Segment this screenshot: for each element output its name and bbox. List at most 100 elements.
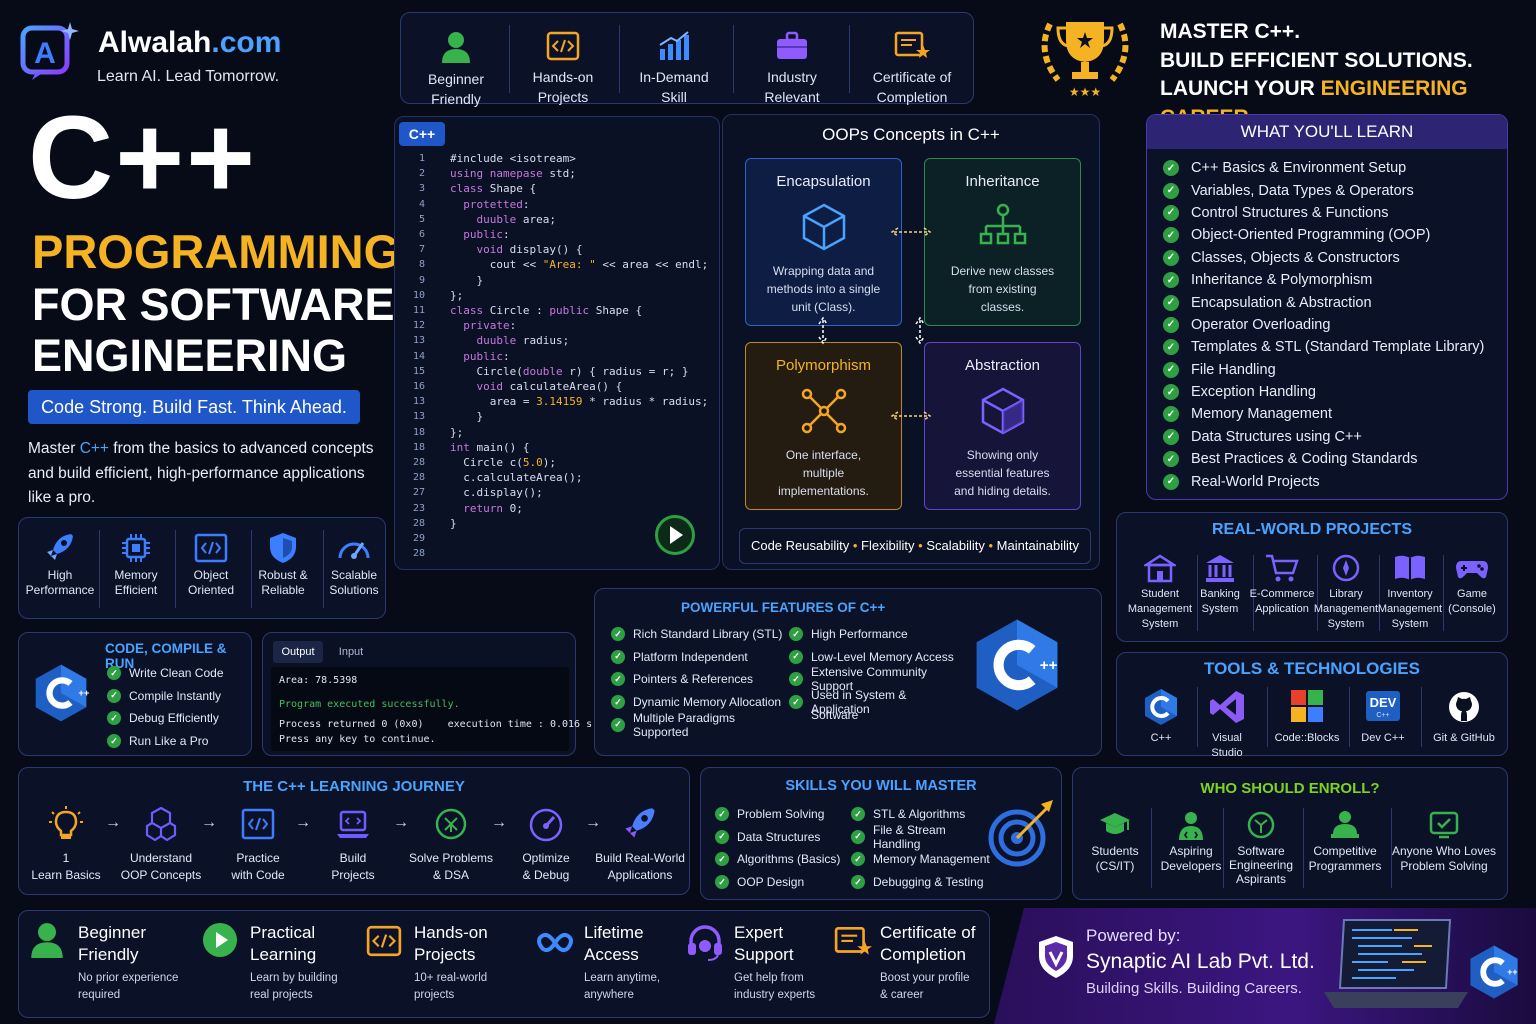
list-item: ✓Extensive Community Support — [789, 665, 965, 693]
powered-label: Powered by: — [1086, 926, 1181, 945]
list-item: ✓Low-Level Memory Access — [789, 646, 965, 669]
journey-arrow: → — [201, 814, 217, 831]
gamepad-icon — [1456, 561, 1488, 579]
code-line: area = 3.14159 * radius * radius; — [450, 395, 709, 409]
list-item: ✓Variables, Data Types & Operators — [1163, 179, 1503, 201]
check-icon: ✓ — [611, 717, 625, 732]
code-line: }; — [450, 288, 464, 302]
check-icon: ✓ — [1163, 294, 1179, 311]
cart-icon — [1266, 554, 1299, 582]
check-icon: ✓ — [789, 649, 803, 664]
code-line: class Shape { — [450, 182, 537, 196]
check-icon: ✓ — [1163, 339, 1179, 356]
school-icon — [1144, 554, 1176, 583]
monitor-check-icon — [1429, 811, 1459, 839]
user-icon — [31, 923, 63, 958]
check-icon: ✓ — [789, 627, 803, 642]
check-icon: ✓ — [107, 711, 121, 726]
list-item: ✓Control Structures & Functions — [1163, 202, 1503, 224]
enroll-title: WHO SHOULD ENROLL? — [1200, 780, 1380, 797]
brand-logo[interactable]: A Alwalah.com Learn AI. Lead Tomorrow. — [18, 20, 308, 90]
list-item: ✓Exception Handling — [1163, 381, 1503, 403]
cubes-icon — [145, 806, 177, 842]
check-icon: ✓ — [1163, 406, 1179, 423]
code-line: }; — [450, 425, 464, 439]
code-icon — [366, 925, 402, 957]
tab-output[interactable]: Output — [273, 641, 323, 663]
check-icon: ✓ — [107, 666, 121, 681]
book-icon — [1395, 555, 1425, 580]
infinity-icon — [537, 932, 573, 953]
check-icon: ✓ — [611, 672, 625, 687]
code-icon — [546, 31, 580, 61]
footer-strip — [18, 910, 990, 1018]
skills-left-list: ✓Problem Solving✓Data Structures✓Algorit… — [715, 803, 851, 893]
tab-input[interactable]: Input — [338, 646, 364, 658]
code-line: #include <isotream> — [450, 152, 576, 165]
briefcase-icon — [777, 31, 807, 59]
chip-icon — [122, 534, 150, 562]
gear-circuit-icon — [1247, 811, 1275, 839]
tool-git-github[interactable]: Git & GitHub — [1429, 687, 1499, 746]
code-line: protetted: — [463, 197, 530, 211]
list-item: ✓Rich Standard Library (STL) — [611, 623, 787, 646]
headline: MASTER C++. BUILD EFFICIENT SOLUTIONS. L… — [1160, 20, 1473, 129]
project-game-console[interactable]: Game(Console) — [1439, 553, 1505, 617]
check-icon: ✓ — [1163, 361, 1179, 378]
code-line: public: — [463, 349, 510, 363]
list-item: ✓C++ Basics & Environment Setup — [1163, 157, 1503, 179]
brand-name: Alwalah.com — [98, 26, 282, 59]
oop-concepts-panel: OOPs Concepts in C++ Encapsulation Wrapp… — [722, 114, 1100, 570]
perf-robust-reliable: Robust &Reliable — [246, 532, 320, 598]
code-line: } — [450, 516, 457, 530]
code-line: int main() { — [450, 440, 530, 454]
svg-text:++: ++ — [1507, 967, 1517, 977]
oop-title: OOPs Concepts in C++ — [822, 125, 1000, 144]
laptop-icon — [337, 810, 369, 838]
journey-title: THE C++ LEARNING JOURNEY — [243, 778, 465, 795]
lightbulb-icon — [49, 806, 83, 839]
check-icon: ✓ — [851, 875, 865, 890]
bank-icon — [1206, 555, 1234, 582]
list-item: ✓Real-World Projects — [1163, 470, 1503, 492]
tools-title: TOOLS & TECHNOLOGIES — [1204, 659, 1420, 678]
run-button[interactable] — [655, 515, 695, 555]
list-item: ✓Platform Independent — [611, 646, 787, 669]
tool-cpp[interactable]: C++ — [1131, 687, 1191, 746]
features-right-list: ✓High Performance✓Low-Level Memory Acces… — [789, 623, 965, 722]
editor-tab[interactable]: C++ — [399, 122, 445, 146]
user-icon — [442, 32, 470, 63]
list-item: ✓Multiple Paradigms Supported — [611, 711, 787, 739]
tool-code-blocks[interactable]: Code::Blocks — [1271, 687, 1343, 746]
list-item: ✓Run Like a Pro — [107, 730, 247, 753]
code-blocks-icon — [1291, 690, 1323, 722]
svg-text:A: A — [34, 37, 56, 70]
check-icon: ✓ — [1163, 428, 1179, 445]
enroll-panel: WHO SHOULD ENROLL? Students(CS/IT) Aspir… — [1072, 767, 1508, 900]
tool-visual-studio[interactable]: Visual Studio — [1197, 687, 1257, 761]
code-window-icon — [194, 533, 228, 563]
what-you-learn-panel: WHAT YOU'LL LEARN ✓C++ Basics & Environm… — [1146, 114, 1508, 500]
